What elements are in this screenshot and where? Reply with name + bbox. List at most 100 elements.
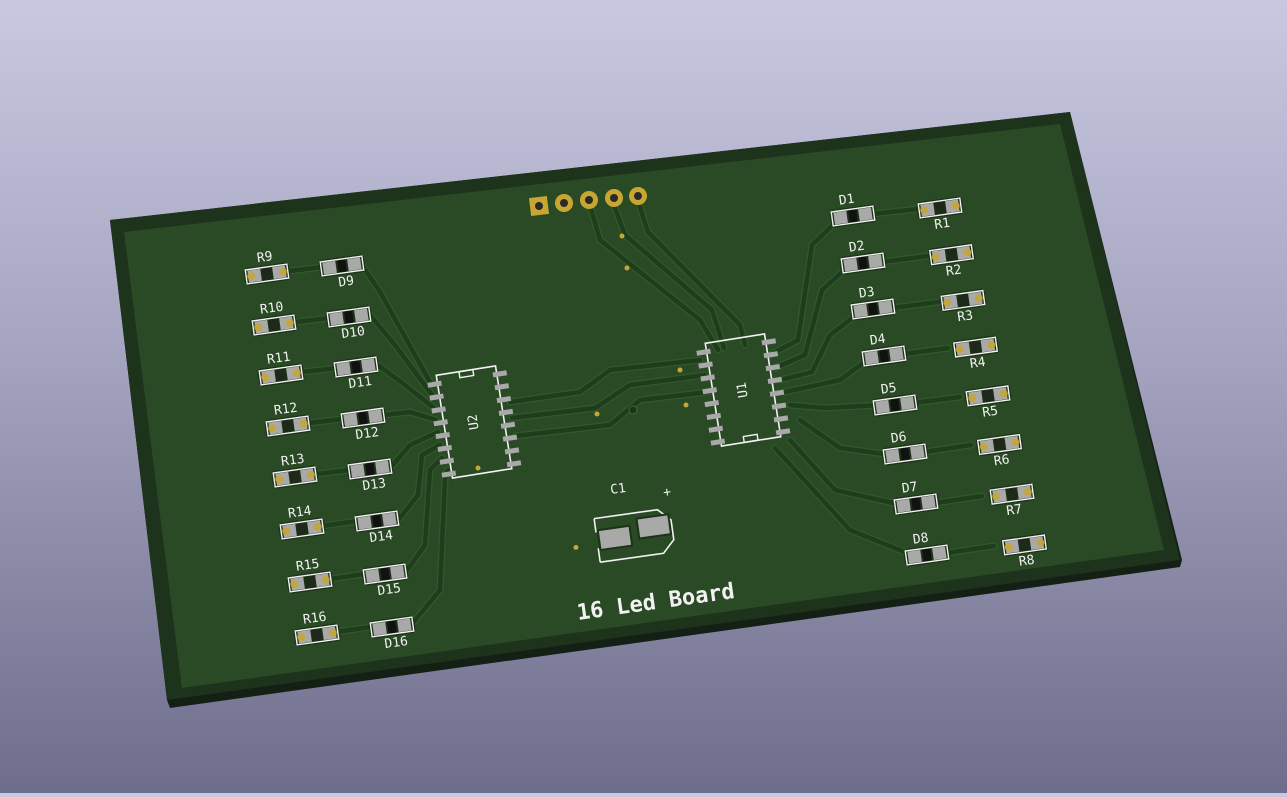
footprint-silkscreen xyxy=(326,306,372,328)
footprint-silkscreen xyxy=(244,263,290,285)
resistor-footprint[interactable]: R6 xyxy=(975,432,1025,471)
connector-header[interactable] xyxy=(528,187,647,217)
footprint-silkscreen xyxy=(287,571,333,593)
led-footprint[interactable]: D14 xyxy=(353,509,403,548)
resistor-footprint[interactable]: R3 xyxy=(939,288,989,327)
led-footprint[interactable]: D6 xyxy=(879,427,929,466)
smd-pad xyxy=(347,257,362,272)
footprint-silkscreen xyxy=(279,518,325,540)
led-footprint[interactable]: D2 xyxy=(837,236,887,275)
led-footprint[interactable]: D15 xyxy=(361,562,411,601)
footprint-silkscreen xyxy=(369,616,415,638)
led-label: D7 xyxy=(901,480,919,497)
resistor-body xyxy=(282,419,294,433)
resistor-footprint[interactable]: R12 xyxy=(262,399,312,438)
led-footprint[interactable]: D4 xyxy=(858,329,908,368)
via-icon xyxy=(920,206,929,215)
via-icon xyxy=(299,419,308,428)
led-label: D16 xyxy=(384,634,409,652)
resistor-footprint[interactable]: R10 xyxy=(248,298,298,337)
resistor-footprint[interactable]: R4 xyxy=(951,335,1001,374)
resistor-footprint[interactable]: R7 xyxy=(988,482,1038,521)
led-label: D1 xyxy=(838,192,856,209)
smd-pad xyxy=(368,409,383,424)
led-label: D3 xyxy=(858,285,876,302)
led-footprint[interactable]: D13 xyxy=(346,457,396,496)
trace-layer xyxy=(286,194,998,636)
led-label: D11 xyxy=(348,374,373,392)
led-label: D9 xyxy=(337,274,355,291)
led-body xyxy=(911,497,921,511)
via-icon xyxy=(292,368,301,377)
led-footprint[interactable]: D9 xyxy=(318,254,368,293)
via-icon xyxy=(306,470,315,479)
led-footprint[interactable]: D12 xyxy=(339,406,389,445)
via-icon xyxy=(254,323,263,332)
footprint-silkscreen xyxy=(976,433,1023,456)
via-icon xyxy=(594,411,600,417)
resistor-label: R6 xyxy=(993,452,1011,469)
led-footprint[interactable]: D8 xyxy=(901,528,951,567)
resistor-label: R5 xyxy=(982,404,1000,421)
resistor-footprint[interactable]: R1 xyxy=(916,196,966,235)
footprint-silkscreen xyxy=(265,415,311,437)
footprint-silkscreen xyxy=(928,244,975,266)
via-icon xyxy=(313,522,322,531)
led-body xyxy=(358,411,368,425)
via-icon xyxy=(979,442,988,451)
smd-pad xyxy=(875,399,890,414)
led-label: D4 xyxy=(869,332,887,349)
resistor-footprint[interactable]: R13 xyxy=(269,450,319,489)
led-body xyxy=(351,360,361,374)
led-footprint[interactable]: D1 xyxy=(827,189,877,228)
smd-pad xyxy=(896,498,911,513)
footprint-silkscreen xyxy=(362,563,408,585)
led-footprint[interactable]: D3 xyxy=(847,282,897,321)
led-footprint[interactable]: D16 xyxy=(368,615,418,654)
footprint-silkscreen xyxy=(989,483,1035,505)
resistor-footprint[interactable]: R5 xyxy=(964,384,1014,423)
footprint-silkscreen xyxy=(333,356,379,378)
capacitor-outline xyxy=(593,508,675,563)
led-footprint[interactable]: D7 xyxy=(890,477,940,516)
resistor-footprint[interactable]: R9 xyxy=(241,247,291,286)
ic-u2-pins xyxy=(427,370,522,478)
led-label: D14 xyxy=(369,528,395,546)
led-body xyxy=(380,567,390,581)
via-icon xyxy=(987,340,996,349)
led-footprint[interactable]: D11 xyxy=(332,355,382,394)
via-icon xyxy=(943,298,952,307)
ic-u1-notch xyxy=(742,433,759,444)
smd-pad xyxy=(382,512,397,527)
led-body xyxy=(387,620,397,634)
led-footprint[interactable]: D5 xyxy=(869,378,919,417)
resistor-footprint[interactable]: R16 xyxy=(291,608,341,647)
resistor-label: R1 xyxy=(934,216,952,233)
resistor-footprint[interactable]: R14 xyxy=(276,502,326,541)
resistor-label: R16 xyxy=(302,610,327,628)
resistor-body xyxy=(993,437,1006,452)
smd-pad xyxy=(343,412,358,427)
resistor-footprint[interactable]: R8 xyxy=(1000,533,1050,572)
led-footprint[interactable]: D10 xyxy=(325,305,375,344)
board-copper-area xyxy=(124,124,1164,688)
resistor-footprint[interactable]: R11 xyxy=(255,348,305,387)
led-body xyxy=(858,256,868,270)
resistor-footprint[interactable]: R15 xyxy=(284,555,334,594)
ic-u1[interactable]: U1 xyxy=(695,332,791,447)
capacitor-polarity-label: + xyxy=(662,485,672,501)
resistor-body xyxy=(296,522,308,536)
ic-u2[interactable]: U2 xyxy=(426,364,522,479)
resistor-label: R12 xyxy=(273,401,298,419)
smd-pad xyxy=(868,254,883,269)
via-icon xyxy=(261,373,270,382)
footprint-silkscreen xyxy=(272,466,318,488)
led-body xyxy=(922,548,932,562)
capacitor-c1[interactable]: C1 + xyxy=(565,475,679,566)
via-icon xyxy=(275,475,284,484)
led-label: D5 xyxy=(880,381,898,398)
resistor-footprint[interactable]: R2 xyxy=(927,243,977,282)
via-icon xyxy=(328,628,337,637)
